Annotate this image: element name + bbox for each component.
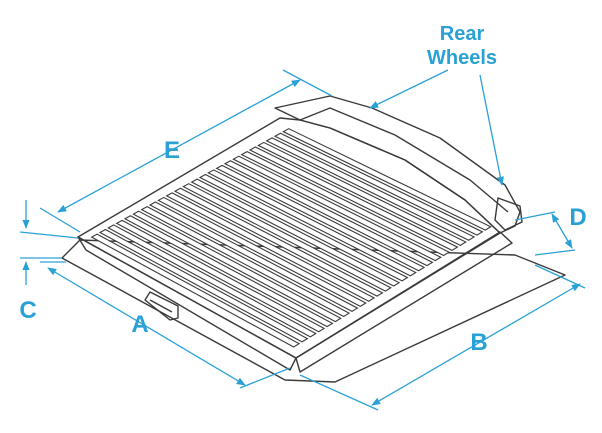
dim-a-ext-right: [239, 367, 291, 389]
rear-wheels-label-line1: Rear: [440, 23, 485, 45]
label-e: E: [164, 137, 180, 164]
ramp-drawing: [61, 95, 566, 383]
rear-housing-edge: [299, 107, 509, 213]
dimension-lines: [19, 69, 586, 411]
dimension-labels: Rear Wheels E A B C D: [19, 23, 586, 356]
rear-wheels-label-line2: Wheels: [427, 47, 497, 69]
dim-e-line: [57, 79, 301, 213]
label-b: B: [470, 329, 487, 356]
dim-b-ext-left: [299, 374, 379, 411]
rear-wheels-leader-right: [479, 74, 504, 186]
dim-c-ext-top: [19, 231, 79, 239]
dim-e-ext-top: [282, 69, 333, 97]
label-d: D: [569, 204, 586, 231]
dim-b-ext-right: [534, 264, 586, 289]
rear-wheel-cap: [494, 197, 523, 231]
rear-wheels-leader-left: [369, 69, 449, 109]
dim-e-ext-bottom: [39, 207, 81, 233]
label-a: A: [131, 311, 148, 338]
dim-d-ext-top: [514, 211, 556, 221]
label-c: C: [19, 297, 36, 324]
dim-d-line: [551, 213, 573, 249]
deck-slat: [132, 210, 342, 323]
dim-d-ext-bottom: [534, 249, 576, 256]
dim-a-line: [47, 267, 246, 386]
dim-b-line: [371, 283, 581, 406]
